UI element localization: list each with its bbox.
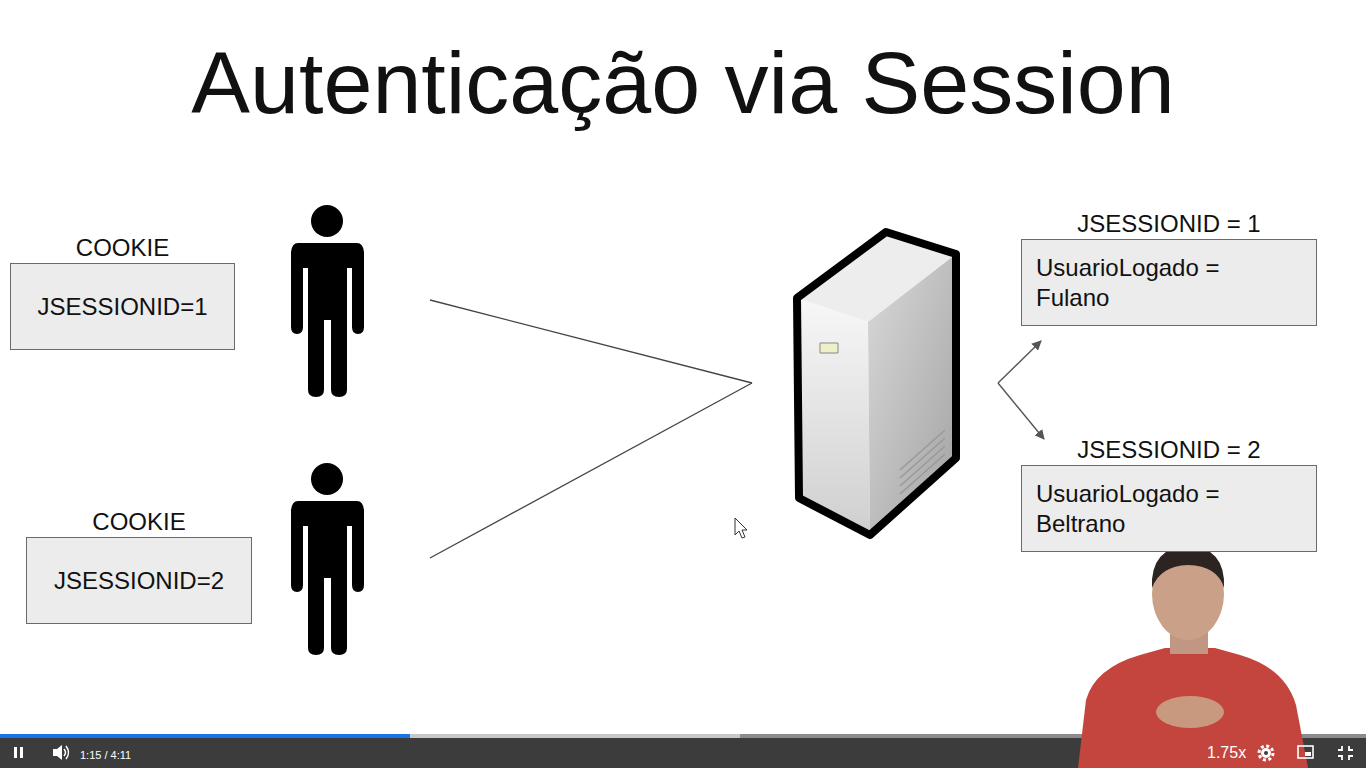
request-line [430,383,752,558]
session-box: JSESSIONID = 1UsuarioLogado = Fulano [1021,239,1317,326]
server-vents [900,430,945,494]
label-wrap: 1.75x [1207,743,1246,763]
person-head [311,463,343,495]
mouse-cursor [735,518,747,538]
fullscreen-exit-icon [1338,746,1353,760]
session-arrow [998,383,1044,439]
person-head [311,205,343,237]
session-box: JSESSIONID = 2UsuarioLogado = Beltrano [1021,465,1317,552]
progress-buffered [0,734,740,738]
presenter-hands [1156,696,1224,728]
slide-title: Autenticação via Session [191,33,1174,132]
settings-icon [1259,746,1273,760]
box-heading: JSESSIONID = 2 [1002,436,1336,464]
server-light [820,343,838,353]
request-line [430,300,752,383]
person-figure [291,205,364,397]
presenter-photo [1078,545,1308,768]
person-figure [291,463,364,655]
box-heading: COOKIE [0,234,254,262]
presenter-shirt [1078,648,1308,768]
session-box: COOKIEJSESSIONID=1 [10,263,235,350]
box-text: JSESSIONID=2 [54,566,224,596]
label-wrap: 1:15 / 4:11 [80,745,131,763]
box-text: UsuarioLogado = Beltrano [1036,479,1256,539]
title-wrap: Autenticação via Session [0,28,1366,138]
server-outline [797,232,956,535]
server-icon [797,232,956,535]
box-text: UsuarioLogado = Fulano [1036,253,1256,313]
session-box: COOKIEJSESSIONID=2 [26,537,252,624]
box-heading: COOKIE [7,508,271,536]
video-time: 1:15 / 4:11 [80,749,131,761]
pip-icon [1298,746,1313,758]
volume-icon [53,745,69,760]
pause-icon [14,747,23,758]
progress-played [0,734,410,738]
person-body [291,501,364,655]
person-body [291,243,364,397]
box-heading: JSESSIONID = 1 [1002,210,1336,238]
playback-speed: 1.75x [1207,744,1246,761]
box-text: JSESSIONID=1 [37,292,207,322]
session-arrow [998,341,1041,383]
